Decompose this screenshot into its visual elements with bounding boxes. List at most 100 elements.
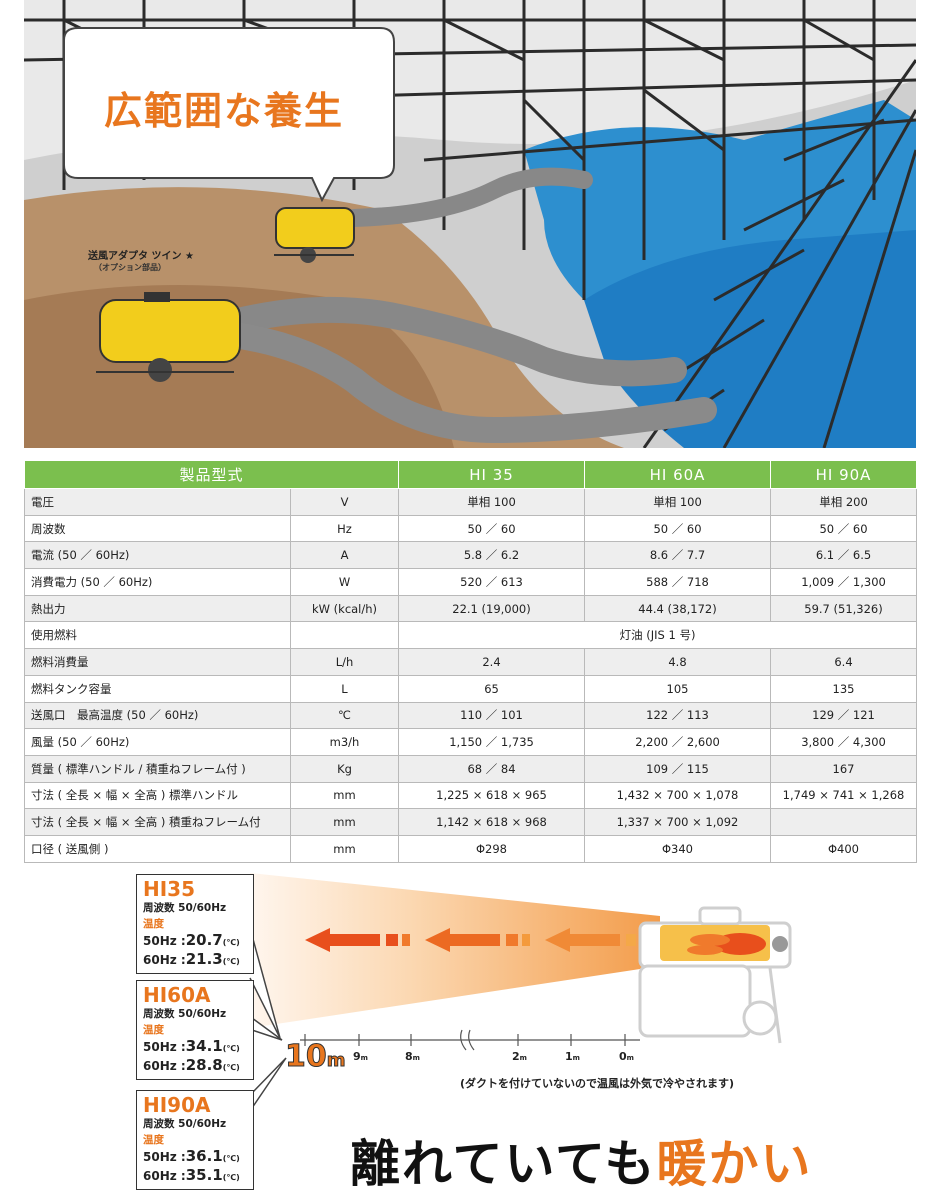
info-box-hi60a: HI60A 周波数 50/60Hz 温度 50Hz :34.1(℃) 60Hz … [136,980,254,1080]
cell-hi90a: 6.4 [770,648,918,676]
table-row: 周波数 Hz 50 ／ 60 50 ／ 60 50 ／ 60 [24,514,918,543]
distance-label: 0m [619,1050,634,1063]
cell-hi60a: 8.6 ／ 7.7 [584,541,772,570]
hero-illustration: 広範囲な養生 送風アダプタ ツイン ★ （オプション部品） [24,0,916,448]
temp-50hz: 50Hz :20.7(℃) [143,931,240,949]
cell-hi35: 1,225 × 618 × 965 [398,781,586,810]
headline: 離れていても暖かい [350,1135,813,1193]
large-heater-icon [96,292,241,382]
cell-hi90a: 3,800 ／ 4,300 [770,728,918,756]
row-label: 熱出力 [24,594,291,623]
header-model: 製品型式 [23,460,400,489]
table-row: 寸法 ( 全長 × 幅 × 全高 ) 積重ねフレーム付 mm 1,142 × 6… [24,808,918,836]
row-unit: mm [289,834,400,863]
row-label: 電圧 [24,488,291,516]
header-hi60a: HI 60A [584,460,772,489]
row-unit: V [289,488,400,516]
row-unit: mm [289,781,400,810]
warm-air-arrows [305,928,636,952]
cell-hi90a: Φ400 [770,834,918,863]
cell-hi60a: 1,432 × 700 × 1,078 [584,781,772,810]
temp-label: 温度 [143,1134,164,1146]
cell-hi60a: 122 ／ 113 [584,701,772,730]
adapter-sub-label: （オプション部品） [94,263,166,272]
spec-header-row: 製品型式 HI 35 HI 60A HI 90A [23,460,918,489]
info-box-hi35: HI35 周波数 50/60Hz 温度 50Hz :20.7(℃) 60Hz :… [136,874,254,974]
table-row: 寸法 ( 全長 × 幅 × 全高 ) 標準ハンドル mm 1,225 × 618… [24,781,918,810]
distance-label: 1m [565,1050,580,1063]
row-unit: A [289,541,400,570]
construction-site-illustration [24,0,916,448]
cell-hi60a: 1,337 × 700 × 1,092 [584,808,772,836]
row-unit: kW (kcal/h) [289,594,400,623]
cell-hi90a: 単相 200 [770,488,918,516]
table-row: 口径 ( 送風側 ) mm Φ298 Φ340 Φ400 [24,834,918,863]
axis-break-icon [460,1029,475,1051]
row-unit: m3/h [289,728,400,756]
row-label: 周波数 [24,514,291,543]
table-row: 燃料タンク容量 L 65 105 135 [24,674,918,703]
frequency: 周波数 50/60Hz [143,902,227,914]
cell-hi35: 単相 100 [398,488,586,516]
row-unit: mm [289,808,400,836]
row-label: 風量 (50 ／ 60Hz) [24,728,291,756]
cell-hi35: Φ298 [398,834,586,863]
table-row: 使用燃料 灯油 (JIS 1 号) [24,621,918,650]
row-unit: Hz [289,514,400,543]
cell-hi35: 50 ／ 60 [398,514,586,543]
cell-hi90a: 59.7 (51,326) [770,594,918,623]
table-row: 送風口 最高温度 (50 ／ 60Hz) ℃ 110 ／ 101 122 ／ 1… [24,701,918,730]
cell-hi35: 1,142 × 618 × 968 [398,808,586,836]
distance-label: 9m [353,1050,368,1063]
table-row: 熱出力 kW (kcal/h) 22.1 (19,000) 44.4 (38,1… [24,594,918,623]
cell-hi90a: 167 [770,754,918,783]
warm-air-cone [250,873,660,1028]
distance-10m-label: 10m [285,1039,347,1075]
cell-hi90a: 6.1 ／ 6.5 [770,541,918,570]
row-label: 口径 ( 送風側 ) [24,834,291,863]
row-label: 寸法 ( 全長 × 幅 × 全高 ) 標準ハンドル [24,781,291,810]
row-unit: L/h [289,648,400,676]
temp-60hz: 60Hz :21.3(℃) [143,950,240,968]
cell-hi60a: 588 ／ 718 [584,568,772,596]
table-row: 質量 ( 標準ハンドル / 積重ねフレーム付 ) Kg 68 ／ 84 109 … [24,754,918,783]
cell-hi35: 2.4 [398,648,586,676]
cell-hi90a: 1,749 × 741 × 1,268 [770,781,918,810]
cell-hi60a: 2,200 ／ 2,600 [584,728,772,756]
frequency: 周波数 50/60Hz [143,1008,227,1020]
cell-hi35: 68 ／ 84 [398,754,586,783]
temp-label: 温度 [143,918,164,930]
adapter-label: 送風アダプタ ツイン ★ [88,251,194,262]
distance-label: 2m [512,1050,527,1063]
small-heater-icon [274,207,355,263]
row-label: 送風口 最高温度 (50 ／ 60Hz) [24,701,291,730]
model-name: HI35 [143,877,196,901]
table-row: 電流 (50 ／ 60Hz) A 5.8 ／ 6.2 8.6 ／ 7.7 6.1… [24,541,918,570]
distance-label: 8m [405,1050,420,1063]
flame-icon [660,925,788,961]
model-name: HI60A [143,983,211,1007]
cell-hi60a: Φ340 [584,834,772,863]
cell-hi60a: 109 ／ 115 [584,754,772,783]
cell-hi35: 1,150 ／ 1,735 [398,728,586,756]
model-name: HI90A [143,1093,211,1117]
spec-table: 製品型式 HI 35 HI 60A HI 90A 電圧 V 単相 100 単相 … [23,460,918,863]
row-label: 質量 ( 標準ハンドル / 積重ねフレーム付 ) [24,754,291,783]
row-unit: L [289,674,400,703]
info-box-hi90a: HI90A 周波数 50/60Hz 温度 50Hz :36.1(℃) 60Hz … [136,1090,254,1190]
table-row: 燃料消費量 L/h 2.4 4.8 6.4 [24,648,918,676]
row-label: 燃料タンク容量 [24,674,291,703]
bubble-title: 広範囲な養生 [104,89,345,133]
temp-label: 温度 [143,1024,164,1036]
cell-hi60a: 50 ／ 60 [584,514,772,543]
row-label: 消費電力 (50 ／ 60Hz) [24,568,291,596]
temp-60hz: 60Hz :28.8(℃) [143,1056,240,1074]
row-label: 電流 (50 ／ 60Hz) [24,541,291,570]
row-label: 使用燃料 [24,621,291,650]
table-row: 消費電力 (50 ／ 60Hz) W 520 ／ 613 588 ／ 718 1… [24,568,918,596]
row-unit: W [289,568,400,596]
cell-hi90a [770,808,918,836]
header-hi35: HI 35 [398,460,586,489]
header-hi90a: HI 90A [770,460,918,489]
cell-hi60a: 単相 100 [584,488,772,516]
